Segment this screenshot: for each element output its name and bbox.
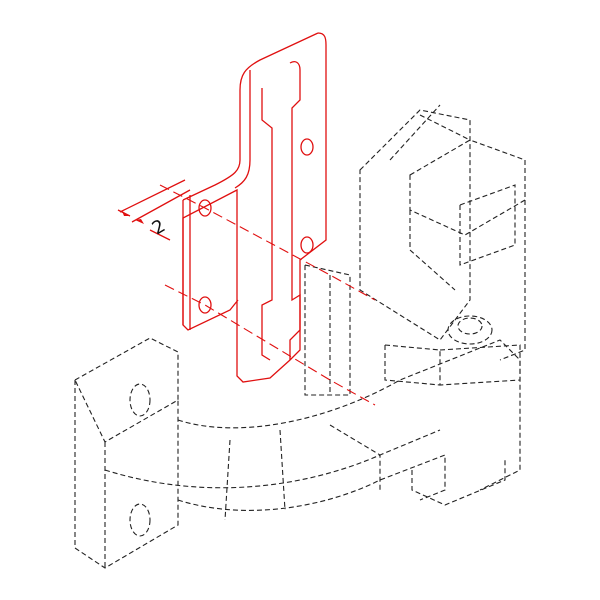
bracket-body (74, 104, 526, 569)
dimension-2: 2 (117, 179, 191, 241)
highlighted-plate (182, 32, 327, 383)
center-lines (159, 184, 376, 406)
dimension-label: 2 (149, 215, 169, 239)
